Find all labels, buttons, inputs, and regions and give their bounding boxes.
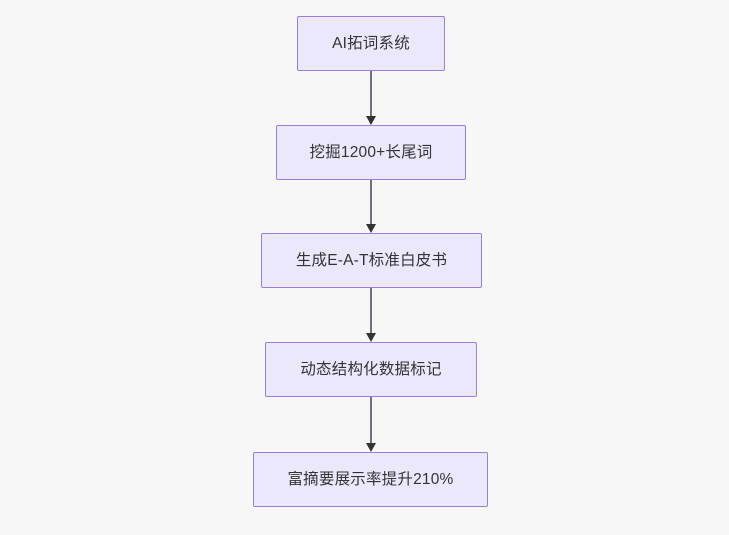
arrowhead-down-icon <box>366 333 376 342</box>
flowchart-edge-0 <box>359 71 383 125</box>
flowchart-node-generate-eat-whitepaper[interactable]: 生成E-A-T标准白皮书 <box>261 233 482 288</box>
flowchart-edge-3 <box>359 397 383 452</box>
edge-line <box>370 288 372 334</box>
flowchart-node-label: 挖掘1200+长尾词 <box>309 143 433 161</box>
edge-line <box>370 397 372 444</box>
flowchart-node-label: 富摘要展示率提升210% <box>287 470 454 488</box>
flowchart-node-mine-longtail-keywords[interactable]: 挖掘1200+长尾词 <box>276 125 466 180</box>
arrowhead-down-icon <box>366 116 376 125</box>
arrowhead-down-icon <box>366 224 376 233</box>
edge-line <box>370 180 372 225</box>
flowchart-edge-1 <box>359 180 383 233</box>
flowchart-node-rich-snippet-impression-uplift[interactable]: 富摘要展示率提升210% <box>253 452 488 507</box>
flowchart-node-label: 动态结构化数据标记 <box>300 360 442 378</box>
flowchart-node-ai-keyword-system[interactable]: AI拓词系统 <box>297 16 445 71</box>
flowchart-node-dynamic-structured-data-markup[interactable]: 动态结构化数据标记 <box>265 342 477 397</box>
flowchart-node-label: 生成E-A-T标准白皮书 <box>295 251 448 269</box>
flowchart-edge-2 <box>359 288 383 342</box>
edge-line <box>370 71 372 117</box>
flowchart-node-label: AI拓词系统 <box>332 34 410 52</box>
arrowhead-down-icon <box>366 443 376 452</box>
